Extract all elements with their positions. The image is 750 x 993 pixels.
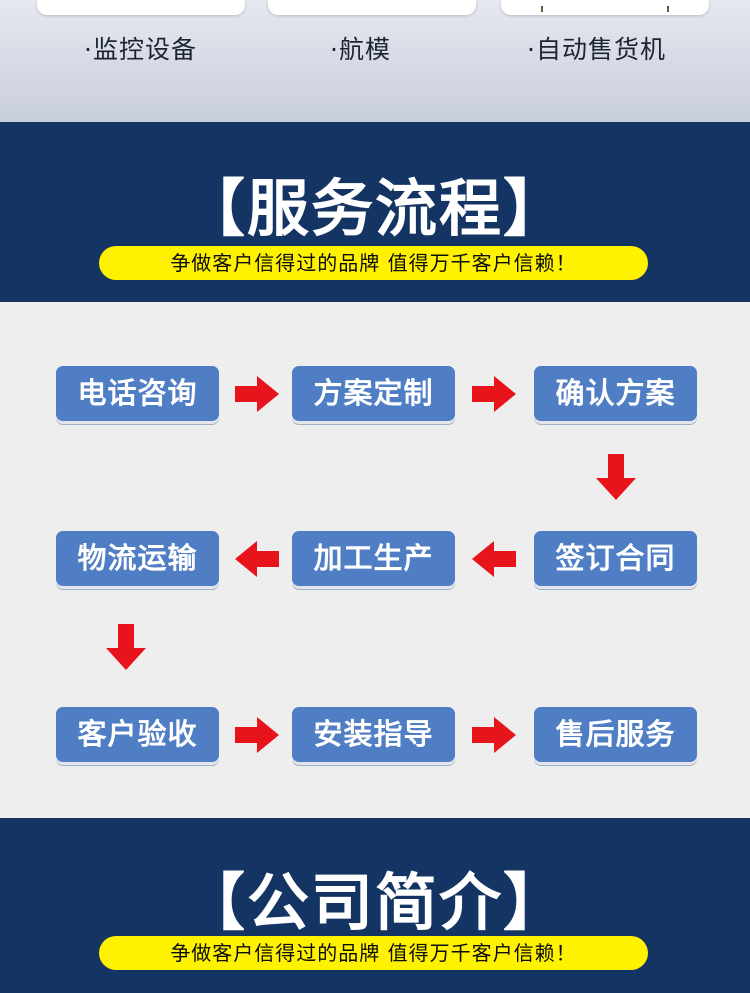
- arrow-right-icon: [472, 376, 516, 412]
- step-plan-customization: 方案定制: [292, 366, 455, 421]
- arrow-right-icon: [235, 717, 279, 753]
- process-flow: 电话咨询 方案定制 确认方案 物流运输 加工生产 签订合同 客户验收 安装指导 …: [0, 302, 750, 818]
- app-card-monitoring: [37, 0, 245, 15]
- step-customer-acceptance: 客户验收: [56, 707, 219, 762]
- step-installation-guidance: 安装指导: [292, 707, 455, 762]
- step-phone-consultation: 电话咨询: [56, 366, 219, 421]
- app-card-aircraft-model: [268, 0, 476, 15]
- arrow-right-icon: [472, 717, 516, 753]
- service-process-slogan: 争做客户信得过的品牌 值得万千客户信赖！: [99, 246, 648, 280]
- arrow-left-icon: [472, 541, 516, 577]
- step-logistics: 物流运输: [56, 531, 219, 586]
- app-label-monitoring: ·监控设备: [84, 35, 197, 64]
- app-card-vending-machine: [501, 0, 709, 15]
- company-intro-title: 【公司简介】: [182, 866, 567, 939]
- step-sign-contract: 签订合同: [534, 531, 697, 586]
- step-confirm-plan: 确认方案: [534, 366, 697, 421]
- company-intro-slogan: 争做客户信得过的品牌 值得万千客户信赖！: [99, 936, 648, 970]
- step-after-sales: 售后服务: [534, 707, 697, 762]
- app-label-aircraft-model: ·航模: [330, 35, 391, 64]
- applications-section: ·监控设备 ·航模 ·自动售货机: [0, 0, 750, 122]
- app-label-vending-machine: ·自动售货机: [527, 35, 666, 64]
- arrow-down-icon: [596, 454, 636, 500]
- arrow-left-icon: [235, 541, 279, 577]
- arrow-down-icon: [106, 624, 146, 670]
- arrow-right-icon: [235, 376, 279, 412]
- service-process-title: 【服务流程】: [182, 172, 567, 245]
- service-process-banner: 【服务流程】 争做客户信得过的品牌 值得万千客户信赖！: [0, 122, 750, 302]
- company-intro-banner: 【公司简介】 争做客户信得过的品牌 值得万千客户信赖！: [0, 818, 750, 993]
- step-production: 加工生产: [292, 531, 455, 586]
- vending-machine-image: [541, 6, 669, 12]
